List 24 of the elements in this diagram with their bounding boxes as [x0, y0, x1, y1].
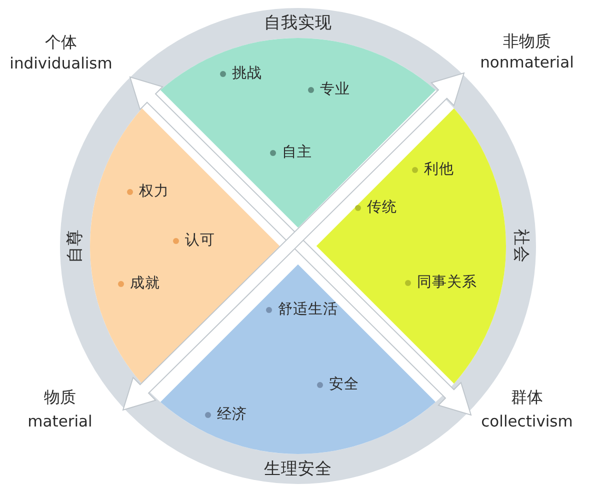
item-label: 专业	[320, 81, 350, 99]
pole-title: 非物质	[503, 31, 551, 51]
quadrant-heading: 生理安全	[264, 459, 332, 479]
pole-subtitle: individualism	[10, 54, 112, 74]
pole-title: 物质	[44, 387, 76, 407]
item-label: 权力	[139, 183, 169, 201]
pole-title: 群体	[511, 387, 543, 407]
pole-subtitle: nonmaterial	[480, 54, 574, 72]
pole-title: 个体	[45, 32, 77, 52]
quadrant-heading: 自尊	[65, 229, 85, 263]
item-label: 舒适生活	[278, 301, 338, 319]
item-label: 成就	[130, 275, 160, 293]
pole-subtitle: material	[28, 412, 92, 432]
quadrant-heading: 社会	[511, 229, 531, 263]
item-label: 利他	[424, 161, 454, 179]
item-label: 挑战	[232, 65, 262, 83]
item-label: 经济	[217, 406, 247, 424]
item-label: 自主	[282, 144, 312, 162]
item-label: 安全	[329, 376, 359, 394]
pole-subtitle: collectivism	[481, 412, 573, 432]
item-label: 同事关系	[417, 274, 477, 292]
quadrant-heading: 自我实现	[264, 13, 332, 33]
item-label: 传统	[367, 199, 397, 217]
item-label: 认可	[185, 232, 215, 250]
